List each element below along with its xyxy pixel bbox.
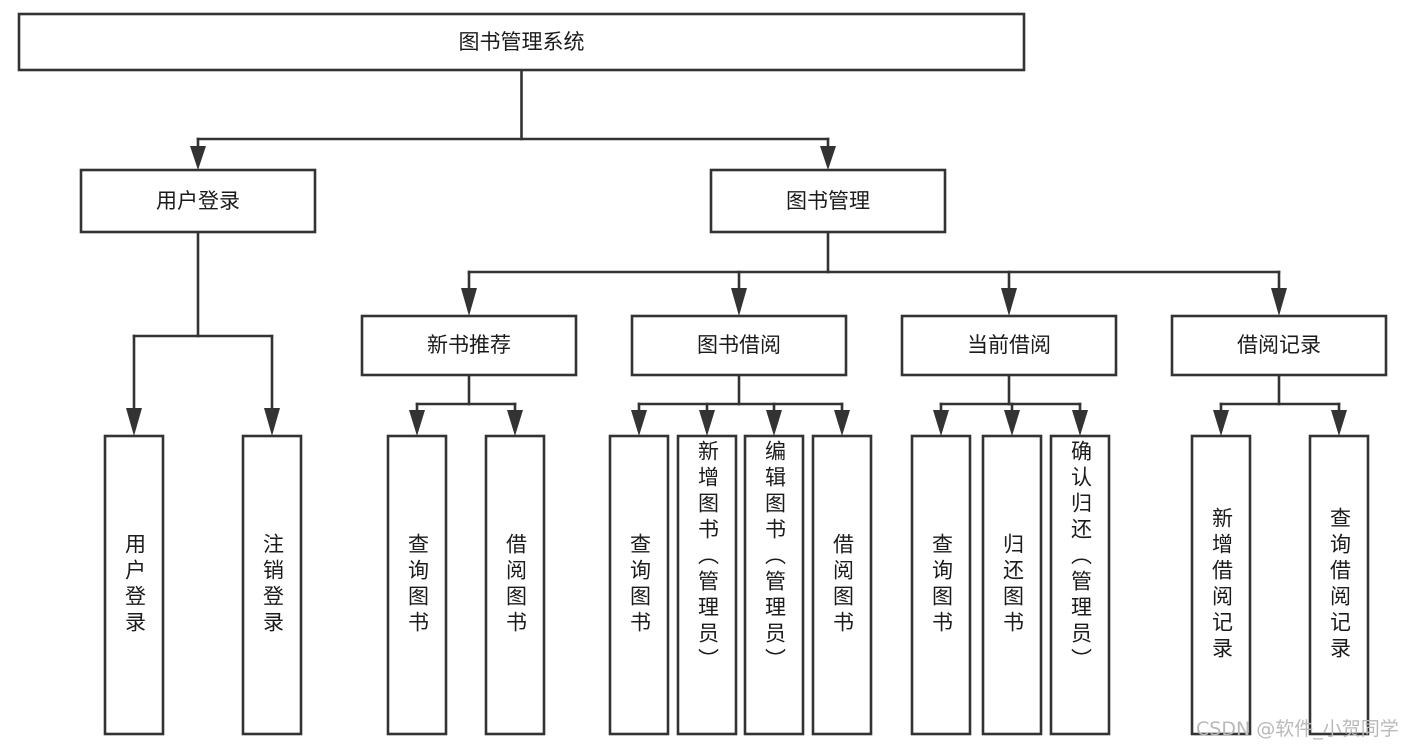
arrow-head-bm-to-borrow-record: [1271, 288, 1287, 316]
node-box-leaf-confirm-return-admin[interactable]: [1049, 434, 1111, 736]
node-box-leaf-add-borrow-record[interactable]: [1190, 434, 1252, 736]
arrow-head-root-to-user-login: [190, 146, 206, 170]
leaf-box-group: [103, 434, 1370, 736]
arrow-head-nbr-leaf-2: [507, 410, 523, 436]
node-box-leaf-edit-book-admin[interactable]: [743, 434, 805, 736]
node-box-leaf-query-borrow-record[interactable]: [1308, 434, 1370, 736]
connector-group-user-login: [126, 230, 280, 436]
node-label-user-login: 用户登录: [156, 189, 240, 213]
node-box-leaf-query-book-recommend[interactable]: [386, 434, 448, 736]
node-box-user-login[interactable]: [79, 168, 317, 234]
node-box-leaf-borrow-book[interactable]: [811, 434, 873, 736]
node-label-book-management: 图书管理: [786, 189, 870, 213]
node-box-leaf-query-book-current[interactable]: [910, 434, 972, 736]
arrow-head-user-login-leaf-1: [126, 408, 142, 436]
arrow-head-bb-leaf-4: [834, 410, 850, 436]
node-box-book-management[interactable]: [709, 168, 947, 234]
csdn-watermark: CSDN @软件_小贺同学: [1196, 718, 1399, 740]
arrow-head-bb-leaf-1: [631, 410, 647, 436]
arrow-head-bm-to-current-borrow: [1001, 288, 1017, 316]
node-box-title[interactable]: [17, 12, 1026, 72]
connector-group-borrow-record: [1213, 373, 1347, 436]
connector-group-current-borrow: [933, 373, 1088, 436]
node-label-new-book-recommend: 新书推荐: [427, 333, 511, 357]
arrow-head-cb-leaf-1: [933, 410, 949, 436]
node-box-leaf-add-book-admin[interactable]: [676, 434, 738, 736]
connector-group-book-borrow: [631, 373, 850, 436]
arrow-head-br-leaf-1: [1213, 410, 1229, 436]
node-box-leaf-user-login[interactable]: [103, 434, 165, 736]
arrow-head-bm-to-book-borrow: [731, 288, 747, 316]
arrow-head-bb-leaf-3: [766, 410, 782, 436]
arrow-head-br-leaf-2: [1331, 410, 1347, 436]
node-box-leaf-query-book[interactable]: [608, 434, 670, 736]
connector-group-root: [190, 68, 836, 170]
node-label-borrow-record: 借阅记录: [1237, 333, 1321, 357]
arrow-head-user-login-leaf-2: [264, 408, 280, 436]
arrow-head-bm-to-new-book-recommend: [461, 288, 477, 316]
node-label-book-borrow: 图书借阅: [697, 333, 781, 357]
node-label-current-borrow: 当前借阅: [967, 333, 1051, 357]
node-box-current-borrow[interactable]: [900, 314, 1118, 377]
arrow-head-cb-leaf-3: [1072, 410, 1088, 436]
node-label-title: 图书管理系统: [459, 30, 585, 54]
arrow-head-cb-leaf-2: [1004, 410, 1020, 436]
node-box-book-borrow[interactable]: [630, 314, 848, 377]
arrow-head-bb-leaf-2: [699, 410, 715, 436]
arrow-head-root-to-book-management: [820, 146, 836, 170]
node-box-leaf-logout-login[interactable]: [241, 434, 303, 736]
connector-group-new-book-recommend: [409, 373, 523, 436]
node-box-borrow-record[interactable]: [1170, 314, 1388, 377]
connector-group-book-management: [461, 230, 1287, 316]
node-box-leaf-borrow-book-recommend[interactable]: [484, 434, 546, 736]
node-box-new-book-recommend[interactable]: [360, 314, 578, 377]
node-box-leaf-return-book[interactable]: [981, 434, 1043, 736]
arrow-head-nbr-leaf-1: [409, 410, 425, 436]
